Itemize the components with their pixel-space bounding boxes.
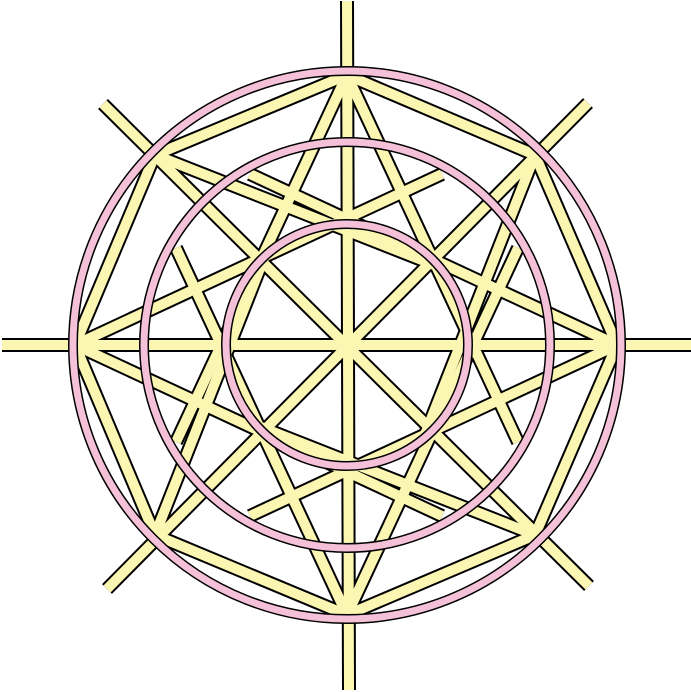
cross-brace-4 bbox=[150, 246, 273, 537]
inner-ring bbox=[222, 220, 472, 470]
star-edge-6 bbox=[530, 343, 622, 537]
star-edge-4 bbox=[153, 530, 349, 620]
cross-brace-1 bbox=[153, 150, 444, 273]
star-edge-3 bbox=[70, 343, 160, 537]
star-edge-2 bbox=[70, 153, 160, 347]
outer-ring bbox=[69, 67, 625, 623]
pink-rings bbox=[68, 66, 626, 624]
star-edge-7 bbox=[530, 153, 622, 347]
star-edge-1 bbox=[153, 70, 349, 160]
star-edge-8 bbox=[345, 70, 537, 160]
star-edge-5 bbox=[345, 530, 537, 620]
cross-brace-2 bbox=[417, 153, 540, 444]
cross-brace-3 bbox=[246, 417, 537, 540]
diagonal-spoke-b bbox=[103, 99, 592, 593]
middle-ring bbox=[140, 138, 554, 552]
